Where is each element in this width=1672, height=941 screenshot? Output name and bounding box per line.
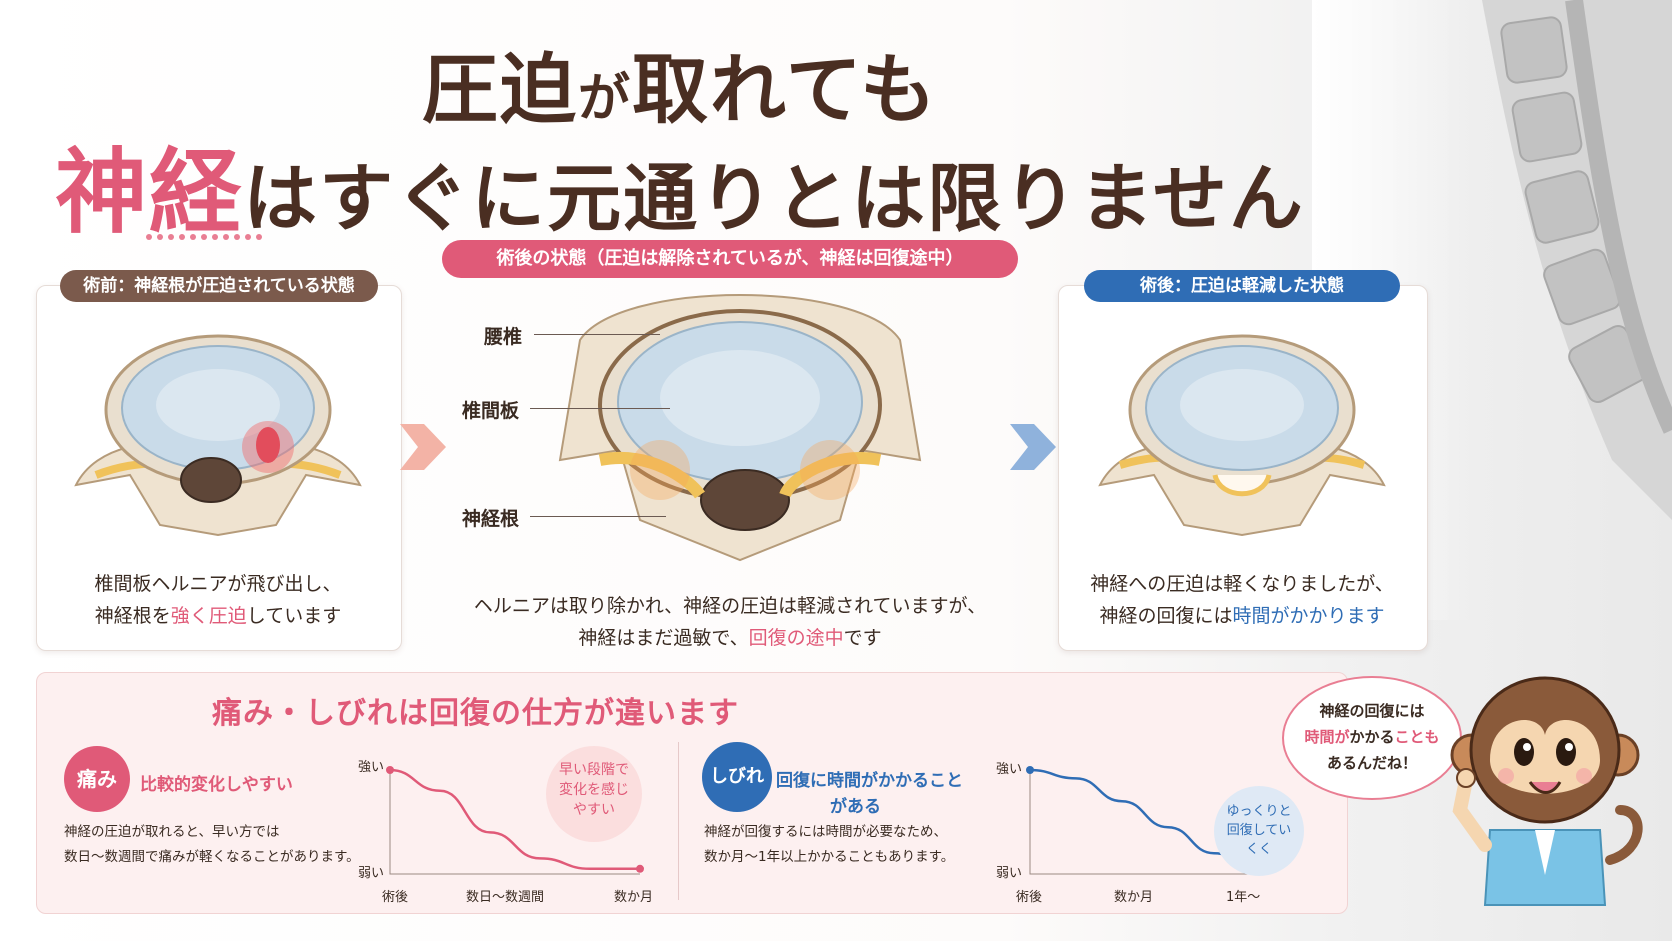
speech-line1: 神経の回復には	[1319, 702, 1425, 720]
monkey-mascot-icon	[1450, 676, 1643, 906]
pill-after-surgery: 術後：圧迫は軽減した状態	[1084, 270, 1400, 302]
caption-after-2a: 神経の回復には	[1099, 605, 1233, 627]
caption-before-2a: 神経根を	[94, 605, 171, 627]
pain-x-tick-0: 術後	[382, 890, 409, 905]
pain-badge: 痛み	[64, 746, 130, 812]
pain-desc-1: 神経の圧迫が取れると、早い方では	[64, 824, 280, 840]
label-nerve-root: 神経根	[462, 508, 520, 530]
leader-line-lumbar	[534, 334, 660, 335]
vertebra-relieved-illustration	[1098, 334, 1386, 537]
speech-line2a: 時間が	[1304, 728, 1350, 746]
pain-chart-start-point	[386, 766, 394, 774]
pain-subtitle: 比較的変化しやすい	[140, 775, 293, 795]
speech-line2c: ことも	[1394, 728, 1440, 746]
pain-desc-2: 数日〜数週間で痛みが軽くなることがあります。	[64, 849, 360, 865]
caption-after-2: 神経の回復には時間がかかります	[1058, 600, 1426, 632]
numbness-chart-axes	[1029, 770, 1260, 875]
numb-y-weak: 弱い	[996, 866, 1023, 881]
pain-bubble-line2: 変化を感じ	[559, 782, 629, 798]
numbness-desc-2: 数か月〜1年以上かかることもあります。	[704, 849, 955, 865]
caption-center-2b-highlight: 回復の途中	[748, 627, 844, 649]
caption-after-1: 神経への圧迫は軽くなりましたが、	[1090, 573, 1394, 595]
label-disc: 椎間板	[462, 400, 520, 422]
numb-x-tick-2: 1年〜	[1226, 890, 1261, 905]
caption-center-2a: 神経はまだ過敏で、	[578, 627, 749, 649]
pain-chart-axes	[389, 770, 640, 875]
pain-bubble-line3: やすい	[573, 802, 615, 818]
title-rest: はすぐに元通りとは限りません	[243, 156, 1305, 242]
title-underline-dots	[146, 225, 267, 244]
label-lumbar: 腰椎	[484, 326, 523, 348]
numbness-badge: しびれ	[702, 742, 772, 812]
speech-line2b: かかる	[1349, 728, 1395, 746]
numbness-chart-start-point	[1026, 766, 1034, 774]
caption-before-2b-highlight: 強く圧迫	[170, 605, 247, 627]
pain-bubble-line1: 早い段階で	[559, 762, 629, 778]
numb-x-tick-1: 数か月	[1114, 890, 1154, 905]
pain-x-tick-2: 数か月	[614, 890, 654, 905]
numbness-desc-1: 神経が回復するには時間が必要なため、	[704, 824, 947, 840]
pain-chart-line	[389, 768, 640, 871]
pain-bubble: 早い段階で 変化を感じ やすい	[546, 746, 642, 842]
numb-bubble-line2: 回復してい	[1226, 823, 1292, 838]
mascot-speech-bubble: 神経の回復には 時間がかかることも あるんだね！	[1282, 676, 1462, 800]
caption-before-1: 椎間板ヘルニアが飛び出し、	[94, 573, 342, 595]
numb-bubble-line3: くく	[1245, 842, 1272, 857]
pill-before-surgery: 術前：神経根が圧迫されている状態	[60, 270, 378, 302]
vertebra-decompressed-illustration	[558, 294, 922, 562]
caption-center-2c: です	[843, 627, 882, 649]
caption-before-2c: しています	[246, 605, 342, 627]
leader-line-disc	[530, 408, 670, 409]
main-title-line2: 神経はすぐに元通りとは限りません	[0, 118, 1360, 251]
vertebra-compressed-illustration	[74, 334, 362, 537]
pain-x-tick-1: 数日〜数週間	[466, 890, 545, 905]
title-particle: が	[578, 69, 633, 129]
speech-line3: あるんだね！	[1326, 754, 1417, 772]
pain-chart-end-point	[636, 864, 644, 873]
pain-recovery-chart	[386, 766, 644, 875]
caption-center-1: ヘルニアは取り除かれ、神経の圧迫は軽減されていますが、	[473, 595, 987, 617]
numb-bubble-line1: ゆっくりと	[1226, 804, 1292, 819]
leader-line-nerve-root	[530, 516, 666, 517]
arrow-right-icon	[1010, 424, 1056, 470]
main-title-line1: 圧迫が取れても	[0, 28, 1360, 138]
title-word-removed: 取れても	[632, 45, 938, 134]
numbness-bubble: ゆっくりと 回復してい くく	[1214, 786, 1304, 876]
title-word-compression: 圧迫	[422, 45, 579, 134]
arrow-right-icon	[400, 424, 446, 470]
comparison-title: 痛み・しびれは回復の仕方が違います	[212, 696, 739, 731]
speech-line2: 時間がかかることも	[1284, 724, 1460, 750]
numbness-chart-line	[1029, 768, 1261, 871]
title-word-nerve: 神経	[55, 139, 244, 246]
pain-y-weak: 弱い	[358, 866, 385, 881]
caption-center-2: 神経はまだ過敏で、回復の途中です	[420, 622, 1040, 654]
caption-before-2: 神経根を強く圧迫しています	[36, 600, 400, 632]
numb-y-strong: 強い	[996, 762, 1023, 777]
numbness-subtitle-1: 回復に時間がかかること	[776, 771, 963, 791]
caption-after-2b-highlight: 時間がかかります	[1232, 605, 1385, 627]
pain-y-strong: 強い	[358, 760, 385, 775]
numbness-subtitle-2: がある	[830, 797, 881, 817]
section-divider	[678, 742, 679, 900]
pill-after-surgery-recovering: 術後の状態（圧迫は解除されているが、神経は回復途中）	[442, 240, 1018, 278]
numb-x-tick-0: 術後	[1016, 890, 1043, 905]
